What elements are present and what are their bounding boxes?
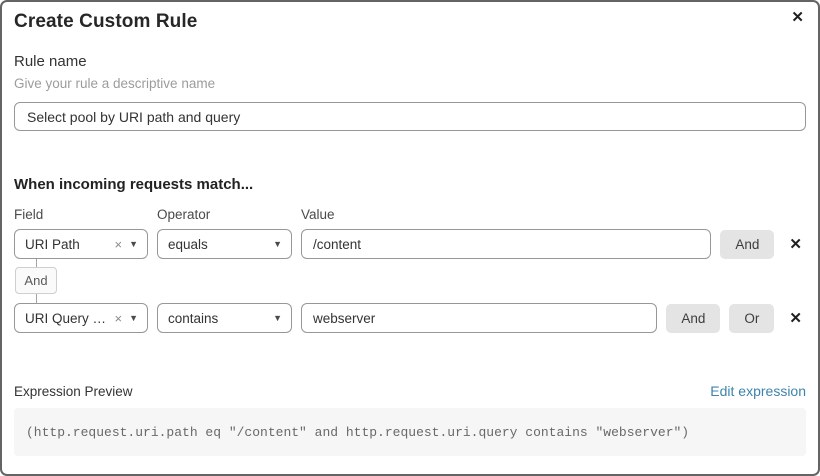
expression-code-box: (http.request.uri.path eq "/content" and… [14, 408, 806, 456]
rule-name-label: Rule name [14, 53, 87, 70]
clear-icon[interactable]: × [114, 236, 123, 252]
field-select[interactable]: URI Query St... × ▼ [14, 303, 148, 333]
connector-and-chip[interactable]: And [15, 267, 57, 294]
operator-select-value: equals [168, 236, 208, 252]
remove-row-icon[interactable]: ✕ [789, 236, 802, 253]
match-heading: When incoming requests match... [14, 176, 254, 193]
value-column-label: Value [301, 207, 335, 222]
rule-name-helper: Give your rule a descriptive name [14, 76, 216, 91]
remove-row-icon[interactable]: ✕ [789, 310, 802, 327]
operator-select-value: contains [168, 310, 219, 326]
field-select-value: URI Path [25, 236, 80, 252]
dialog-title: Create Custom Rule [14, 11, 198, 32]
expression-preview-label: Expression Preview [14, 384, 133, 399]
operator-column-label: Operator [157, 207, 211, 222]
chevron-down-icon: ▼ [129, 313, 138, 323]
field-select[interactable]: URI Path × ▼ [14, 229, 148, 259]
clear-icon[interactable]: × [114, 310, 123, 326]
field-select-value: URI Query St... [25, 310, 111, 326]
and-button[interactable]: And [666, 303, 721, 333]
operator-select[interactable]: equals ▼ [157, 229, 292, 259]
chevron-down-icon: ▼ [273, 313, 282, 323]
expression-code: (http.request.uri.path eq "/content" and… [26, 424, 690, 440]
expression-preview-header: Expression Preview Edit expression [14, 383, 806, 399]
row-connector: And [14, 259, 806, 303]
rule-name-input[interactable] [14, 102, 806, 131]
value-input[interactable] [301, 303, 658, 333]
chevron-down-icon: ▼ [129, 239, 138, 249]
or-button[interactable]: Or [729, 303, 775, 333]
condition-column-headers: Field Operator Value [14, 207, 806, 222]
edit-expression-link[interactable]: Edit expression [710, 383, 806, 399]
and-button[interactable]: And [720, 229, 775, 259]
close-icon[interactable]: ✕ [791, 9, 804, 26]
field-column-label: Field [14, 207, 44, 222]
condition-row: URI Query St... × ▼ contains ▼ And Or ✕ [14, 303, 806, 333]
condition-row: URI Path × ▼ equals ▼ And ✕ [14, 229, 806, 259]
operator-select[interactable]: contains ▼ [157, 303, 292, 333]
value-input[interactable] [301, 229, 712, 259]
chevron-down-icon: ▼ [273, 239, 282, 249]
